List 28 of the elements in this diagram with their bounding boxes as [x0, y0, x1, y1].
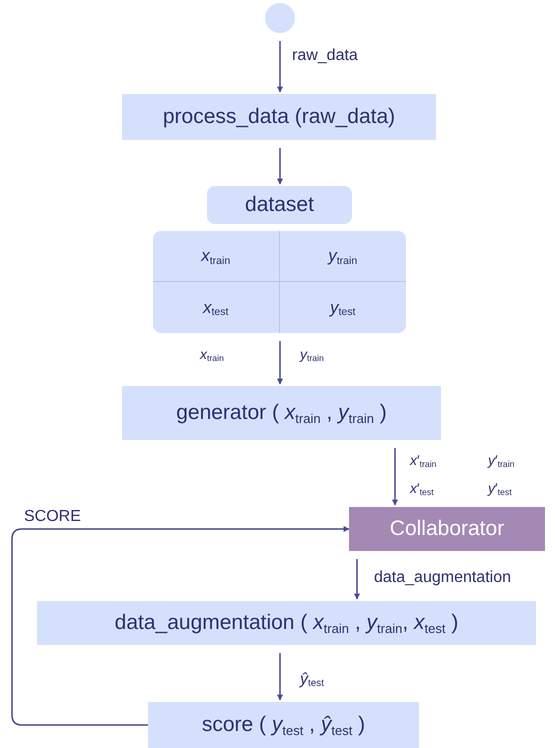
- edge-label: data_augmentation: [374, 568, 511, 588]
- arrow: [354, 559, 360, 600]
- arrow: [277, 653, 283, 701]
- arrow: [277, 41, 283, 93]
- process-box: score ( y$_{test}$ , ŷ$_{test}$ ): [148, 702, 419, 748]
- arrow: [277, 148, 283, 185]
- variable-label: x′$_{test}$: [410, 479, 434, 499]
- dataset-table: [153, 231, 406, 333]
- arrow: [277, 341, 283, 385]
- variable-label: y′$_{train}$: [488, 451, 514, 471]
- arrow: [392, 448, 398, 506]
- process-box: generator ( x$_{train}$ , y$_{train}$ ): [122, 386, 441, 440]
- table-cell-text: y$_{train}$: [328, 245, 358, 269]
- edge-label: raw_data: [292, 46, 358, 66]
- process-box: dataset: [207, 186, 352, 224]
- edge-label: SCORE: [24, 507, 81, 527]
- variable-label: y′$_{test}$: [488, 479, 512, 499]
- table-cell-text: x$_{test}$: [203, 296, 228, 320]
- process-box: data_augmentation ( x$_{train}$ , y$_{train}$, x$_{test}$ ): [37, 601, 536, 645]
- variable-label: x$_{train}$: [200, 345, 224, 365]
- edge-label: ŷ$_{test}$: [300, 670, 324, 692]
- table-cell-text: y$_{test}$: [330, 296, 356, 320]
- variable-label: y$_{train}$: [300, 345, 324, 365]
- process-box: process_data (raw_data): [122, 94, 436, 140]
- process-box: Collaborator: [349, 507, 545, 551]
- arrow: [11, 526, 350, 726]
- table-cell-text: x$_{train}$: [201, 245, 230, 269]
- variable-label: x′$_{train}$: [410, 451, 436, 471]
